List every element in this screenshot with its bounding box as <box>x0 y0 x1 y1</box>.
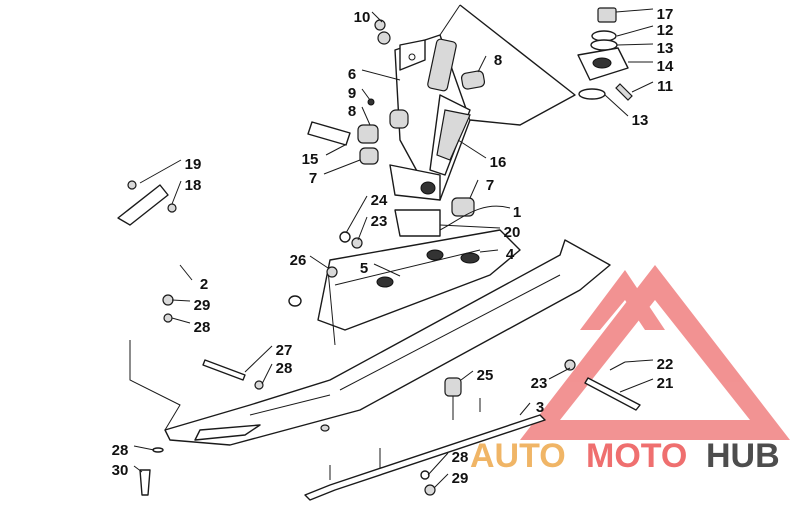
runner <box>304 377 546 501</box>
callout-22: 22 <box>657 356 674 373</box>
callout-29: 29 <box>452 470 469 487</box>
callout-15: 15 <box>302 151 319 168</box>
callout-24: 24 <box>371 192 388 209</box>
callout-13: 13 <box>657 40 674 57</box>
callout-6: 6 <box>348 66 356 83</box>
callout-28: 28 <box>194 319 211 336</box>
callout-3: 3 <box>536 399 544 416</box>
watermark-moto: MOTO <box>586 437 687 475</box>
spindle <box>394 4 576 201</box>
callout-27: 27 <box>276 342 293 359</box>
callout-14: 14 <box>657 58 674 75</box>
callout-20: 20 <box>504 224 521 241</box>
callout-2: 2 <box>200 276 208 293</box>
callout-30: 30 <box>112 462 129 479</box>
watermark-hub: HUB <box>706 437 780 475</box>
clamp-assembly <box>577 7 633 101</box>
callout-23: 23 <box>531 375 548 392</box>
watermark-text: AUTO MOTO HUB <box>470 437 780 475</box>
callout-4: 4 <box>506 246 515 263</box>
callout-7: 7 <box>486 177 494 194</box>
callout-25: 25 <box>477 367 494 384</box>
callout-10: 10 <box>354 9 371 26</box>
callout-23: 23 <box>371 213 388 230</box>
leader-lines <box>129 8 654 489</box>
callout-7: 7 <box>309 170 317 187</box>
callout-16: 16 <box>490 154 507 171</box>
callout-11: 11 <box>657 78 673 95</box>
callout-28: 28 <box>112 442 129 459</box>
callout-17: 17 <box>657 6 674 23</box>
callout-8: 8 <box>348 103 356 120</box>
bracket <box>117 180 177 226</box>
watermark-logo <box>520 265 790 440</box>
callout-28: 28 <box>276 360 293 377</box>
ski-loop <box>141 245 302 333</box>
callout-18: 18 <box>185 177 202 194</box>
callout-12: 12 <box>657 22 674 39</box>
bolts <box>139 266 641 496</box>
ski <box>164 239 611 446</box>
callout-29: 29 <box>194 297 211 314</box>
callout-21: 21 <box>657 375 674 392</box>
callout-5: 5 <box>360 260 368 277</box>
callout-1: 1 <box>513 204 521 221</box>
callout-13: 13 <box>632 112 649 129</box>
bushings <box>307 19 486 249</box>
callout-26: 26 <box>290 252 307 269</box>
callout-9: 9 <box>348 85 356 102</box>
callout-8: 8 <box>494 52 502 69</box>
saddle <box>317 229 521 331</box>
callout-28: 28 <box>452 449 469 466</box>
callout-19: 19 <box>185 156 202 173</box>
watermark-auto: AUTO <box>470 437 566 475</box>
